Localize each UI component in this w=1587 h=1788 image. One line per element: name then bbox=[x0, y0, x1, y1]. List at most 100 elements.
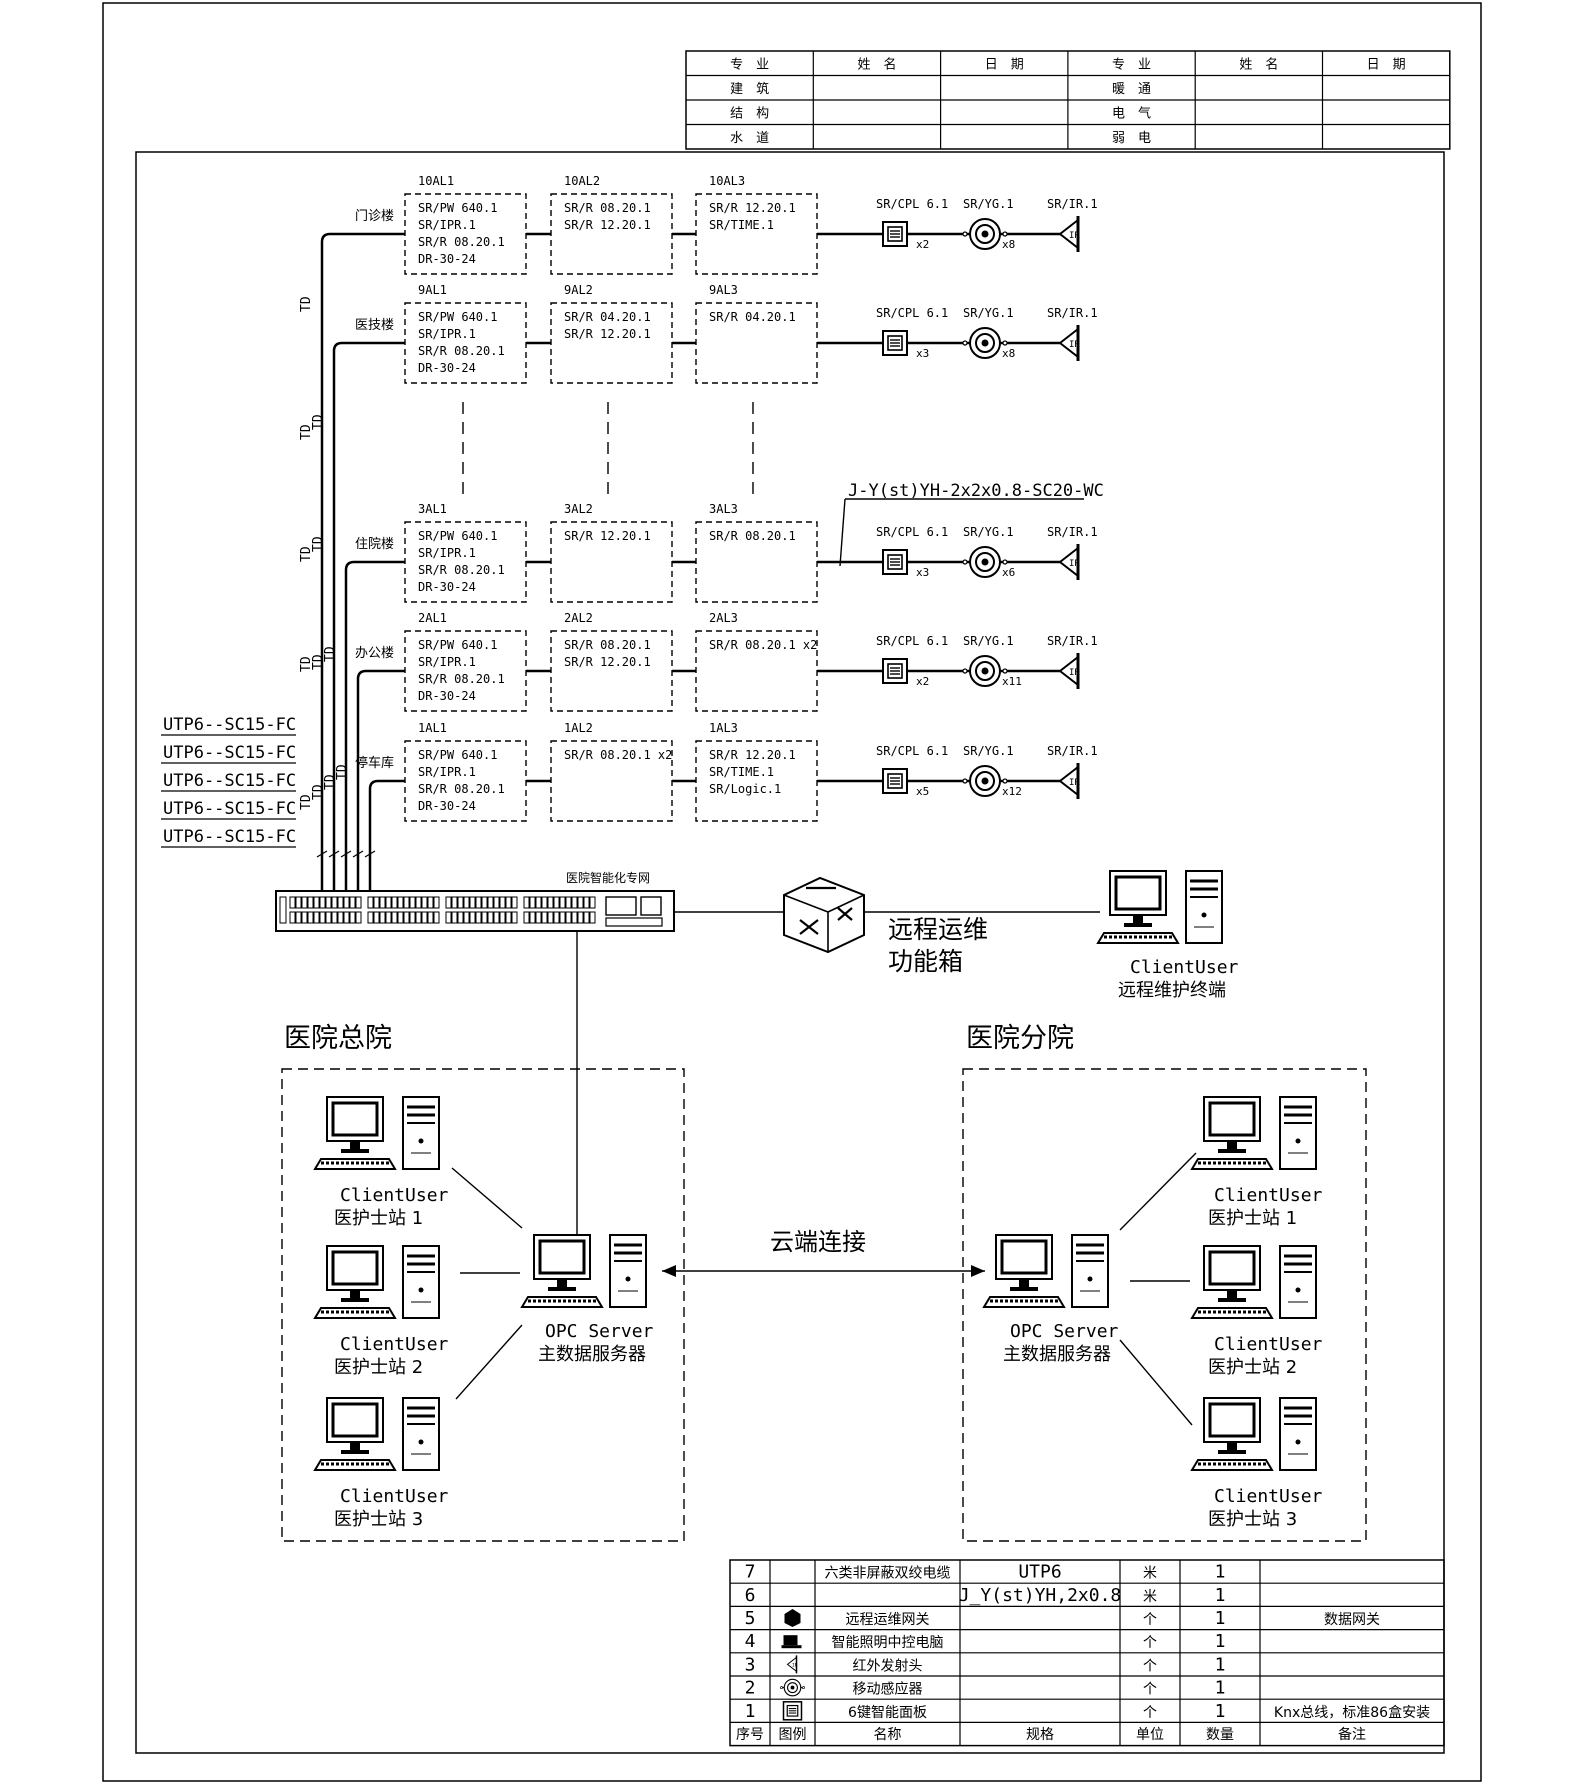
legend-header: 数量 bbox=[1206, 1727, 1234, 1743]
switch-port bbox=[505, 911, 512, 924]
switch-port bbox=[337, 911, 344, 924]
title-block-header: 专 业 bbox=[730, 58, 769, 73]
title-block-cell: 结 构 bbox=[730, 107, 769, 122]
legend-name: 红外发射头 bbox=[853, 1658, 923, 1674]
legend-header: 图例 bbox=[779, 1727, 807, 1743]
switch-port bbox=[571, 896, 578, 909]
ir-emitter-icon bbox=[1058, 542, 1082, 582]
distribution-box-line: SR/R 12.20.1 bbox=[564, 655, 651, 669]
motion-sensor-icon bbox=[962, 327, 1008, 359]
distribution-box-line: DR-30-24 bbox=[418, 252, 476, 266]
workstation-icon bbox=[313, 1396, 441, 1472]
legend-name: 远程运维网关 bbox=[846, 1612, 930, 1628]
switch-port bbox=[457, 911, 464, 924]
panel-label: SR/CPL 6.1 bbox=[876, 744, 948, 758]
switch-port bbox=[487, 896, 494, 909]
switch-port bbox=[535, 896, 542, 909]
distribution-box-line: SR/R 08.20.1 x2 bbox=[564, 748, 672, 762]
td-label: TD bbox=[311, 784, 326, 800]
client-line2: 医护士站 2 bbox=[334, 1357, 423, 1378]
smart-panel-icon bbox=[882, 658, 908, 684]
legend-header: 单位 bbox=[1136, 1727, 1164, 1743]
td-label: TD bbox=[299, 424, 314, 440]
switch-port bbox=[577, 896, 584, 909]
distribution-box-line: DR-30-24 bbox=[418, 689, 476, 703]
legend-unit: 个 bbox=[1143, 1612, 1157, 1628]
remote-client-line1: ClientUser bbox=[1130, 957, 1239, 978]
switch-port bbox=[331, 896, 338, 909]
title-block: 专 业姓 名日 期专 业姓 名日 期建 筑暖 通结 构电 气水 道弱 电 bbox=[685, 50, 1451, 150]
workstation-icon bbox=[313, 1244, 441, 1320]
title-block-cell: 弱 电 bbox=[1112, 131, 1151, 146]
branch-server: OPC Server 主数据服务器 bbox=[982, 1233, 1119, 1365]
remote-gateway: 远程运维 功能箱 bbox=[674, 876, 1100, 976]
switch-port bbox=[475, 896, 482, 909]
distribution-box-label: 3AL1 bbox=[418, 502, 447, 516]
legend-qty: 1 bbox=[1215, 1585, 1226, 1606]
switch-port bbox=[373, 896, 380, 909]
switch-port bbox=[403, 896, 410, 909]
distribution-box-line: SR/Logic.1 bbox=[709, 782, 781, 796]
distribution-box-label: 1AL3 bbox=[709, 721, 738, 735]
legend-no: 1 bbox=[745, 1701, 756, 1722]
switch-port bbox=[373, 911, 380, 924]
distribution-box-line: SR/R 12.20.1 bbox=[709, 748, 796, 762]
client-line1: ClientUser bbox=[1214, 1486, 1323, 1507]
switch-port bbox=[529, 896, 536, 909]
title-block-header: 日 期 bbox=[985, 58, 1024, 73]
switch-port bbox=[445, 911, 452, 924]
legend-qty: 1 bbox=[1215, 1562, 1226, 1583]
smart-panel-icon bbox=[882, 768, 908, 794]
td-label: TD bbox=[299, 794, 314, 810]
sensor-label: SR/YG.1 bbox=[963, 744, 1014, 758]
switch-port bbox=[409, 896, 416, 909]
distribution-box-label: 2AL3 bbox=[709, 611, 738, 625]
switch-port bbox=[337, 896, 344, 909]
distribution-box-line: SR/R 12.20.1 bbox=[564, 529, 651, 543]
switch-port bbox=[475, 911, 482, 924]
switch-port bbox=[343, 896, 350, 909]
distribution-box-line: SR/IPR.1 bbox=[418, 546, 476, 560]
branch-server-line1: OPC Server bbox=[1010, 1321, 1119, 1342]
legend-unit: 个 bbox=[1143, 1705, 1157, 1721]
ir-emitter-icon bbox=[1058, 323, 1082, 363]
legend-name: 智能照明中控电脑 bbox=[832, 1635, 944, 1651]
legend-spec: J_Y(st)YH,2x0.8 bbox=[959, 1585, 1122, 1606]
switch-port bbox=[487, 911, 494, 924]
distribution-box-label: 1AL1 bbox=[418, 721, 447, 735]
smart-panel-icon bbox=[882, 221, 908, 247]
title-block-cell: 电 气 bbox=[1112, 106, 1151, 122]
distribution-box-line: SR/PW 640.1 bbox=[418, 310, 497, 324]
legend-no: 7 bbox=[745, 1562, 756, 1583]
switch-port bbox=[379, 911, 386, 924]
switch-port bbox=[559, 911, 566, 924]
legend-note: 数据网关 bbox=[1324, 1612, 1380, 1628]
ir-label: SR/IR.1 bbox=[1047, 197, 1098, 211]
switch-port bbox=[493, 911, 500, 924]
switch-port bbox=[565, 911, 572, 924]
cable-tick bbox=[316, 850, 328, 858]
switch-port bbox=[505, 896, 512, 909]
switch-port bbox=[427, 911, 434, 924]
workstation-icon bbox=[1190, 1396, 1318, 1472]
sensor-qty: x8 bbox=[1002, 238, 1015, 251]
distribution-box-line: DR-30-24 bbox=[418, 361, 476, 375]
ir-label: SR/IR.1 bbox=[1047, 306, 1098, 320]
motion-sensor-icon bbox=[779, 1678, 806, 1697]
td-label: TD bbox=[299, 656, 314, 672]
switch-port bbox=[565, 896, 572, 909]
switch-label: 医院智能化专网 bbox=[566, 870, 650, 885]
remote-client-line2: 远程维护终端 bbox=[1118, 980, 1226, 1001]
distribution-box-label: 3AL3 bbox=[709, 502, 738, 516]
switch-port bbox=[397, 896, 404, 909]
workstation-icon bbox=[1190, 1244, 1318, 1320]
main-server-line2: 主数据服务器 bbox=[538, 1344, 646, 1365]
trunk-line bbox=[332, 341, 405, 890]
distribution-box-line: SR/PW 640.1 bbox=[418, 638, 497, 652]
legend-no: 2 bbox=[745, 1678, 756, 1699]
distribution-box-label: 2AL2 bbox=[564, 611, 593, 625]
panel-label: SR/CPL 6.1 bbox=[876, 634, 948, 648]
